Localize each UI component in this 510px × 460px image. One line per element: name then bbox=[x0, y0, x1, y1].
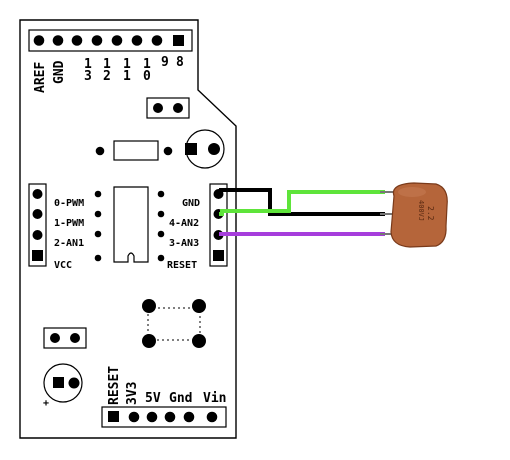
pin-label-aref: AREF bbox=[33, 61, 48, 93]
header-pin bbox=[33, 35, 45, 46]
chip bbox=[94, 186, 165, 263]
left-label-1-pwm: 1-PWM bbox=[54, 218, 85, 229]
capacitor: 2.2 400VJ bbox=[390, 182, 448, 248]
header-pin-square bbox=[173, 35, 184, 46]
led bbox=[185, 129, 225, 169]
resistor bbox=[95, 140, 173, 161]
wire-gnd bbox=[219, 188, 385, 216]
bottom-label-vin: Vin bbox=[203, 391, 227, 406]
header-pin bbox=[111, 35, 123, 46]
top-2pin-header bbox=[146, 97, 190, 119]
wires bbox=[219, 188, 385, 236]
electrolytic-capacitor bbox=[43, 363, 83, 403]
header-pin bbox=[131, 35, 143, 46]
pin-label-13-bottom: 3 bbox=[84, 69, 92, 84]
right-label-reset: RESET bbox=[167, 260, 198, 271]
pin-label-12-bottom: 2 bbox=[103, 69, 111, 84]
left-label-2-an1: 2-AN1 bbox=[54, 238, 85, 249]
push-button bbox=[142, 299, 206, 348]
pin-label-10-top: 1 bbox=[143, 57, 151, 72]
top-header bbox=[28, 29, 193, 52]
bottom-header bbox=[101, 406, 227, 428]
bottom-label-reset: RESET bbox=[107, 365, 122, 405]
left-header bbox=[28, 183, 47, 267]
right-label-3-an3: 3-AN3 bbox=[169, 238, 200, 249]
pin-label-8: 8 bbox=[176, 55, 184, 70]
bottom-label-gnd: Gnd bbox=[169, 391, 193, 406]
lower-2pin-header bbox=[43, 327, 87, 349]
pin-label-gnd: GND bbox=[52, 60, 67, 84]
bottom-label-3v3: 3V3 bbox=[125, 381, 140, 405]
pin-label-10-bottom: 0 bbox=[143, 69, 151, 84]
pin-label-12-top: 1 bbox=[103, 57, 111, 72]
header-pin bbox=[52, 35, 64, 46]
header-pin bbox=[151, 35, 163, 46]
right-label-4-an2: 4-AN2 bbox=[169, 218, 200, 229]
right-label-gnd: GND bbox=[182, 198, 201, 209]
header-pin bbox=[71, 35, 83, 46]
left-label-vcc: VCC bbox=[54, 260, 73, 271]
polarity-plus: + bbox=[43, 398, 50, 409]
capacitor-marking-line2: 400VJ bbox=[417, 200, 425, 221]
right-header bbox=[209, 183, 228, 267]
header-pin bbox=[91, 35, 103, 46]
wire-an2 bbox=[219, 190, 385, 216]
pin-label-11-top: 1 bbox=[123, 57, 131, 72]
capacitor-marking-line1: 2.2 bbox=[426, 206, 435, 221]
pin-label-9: 9 bbox=[161, 55, 169, 70]
bottom-label-5v: 5V bbox=[145, 391, 161, 406]
pin-label-11-bottom: 1 bbox=[123, 69, 131, 84]
left-label-0-pwm: 0-PWM bbox=[54, 198, 85, 209]
pin-label-13-top: 1 bbox=[84, 57, 92, 72]
